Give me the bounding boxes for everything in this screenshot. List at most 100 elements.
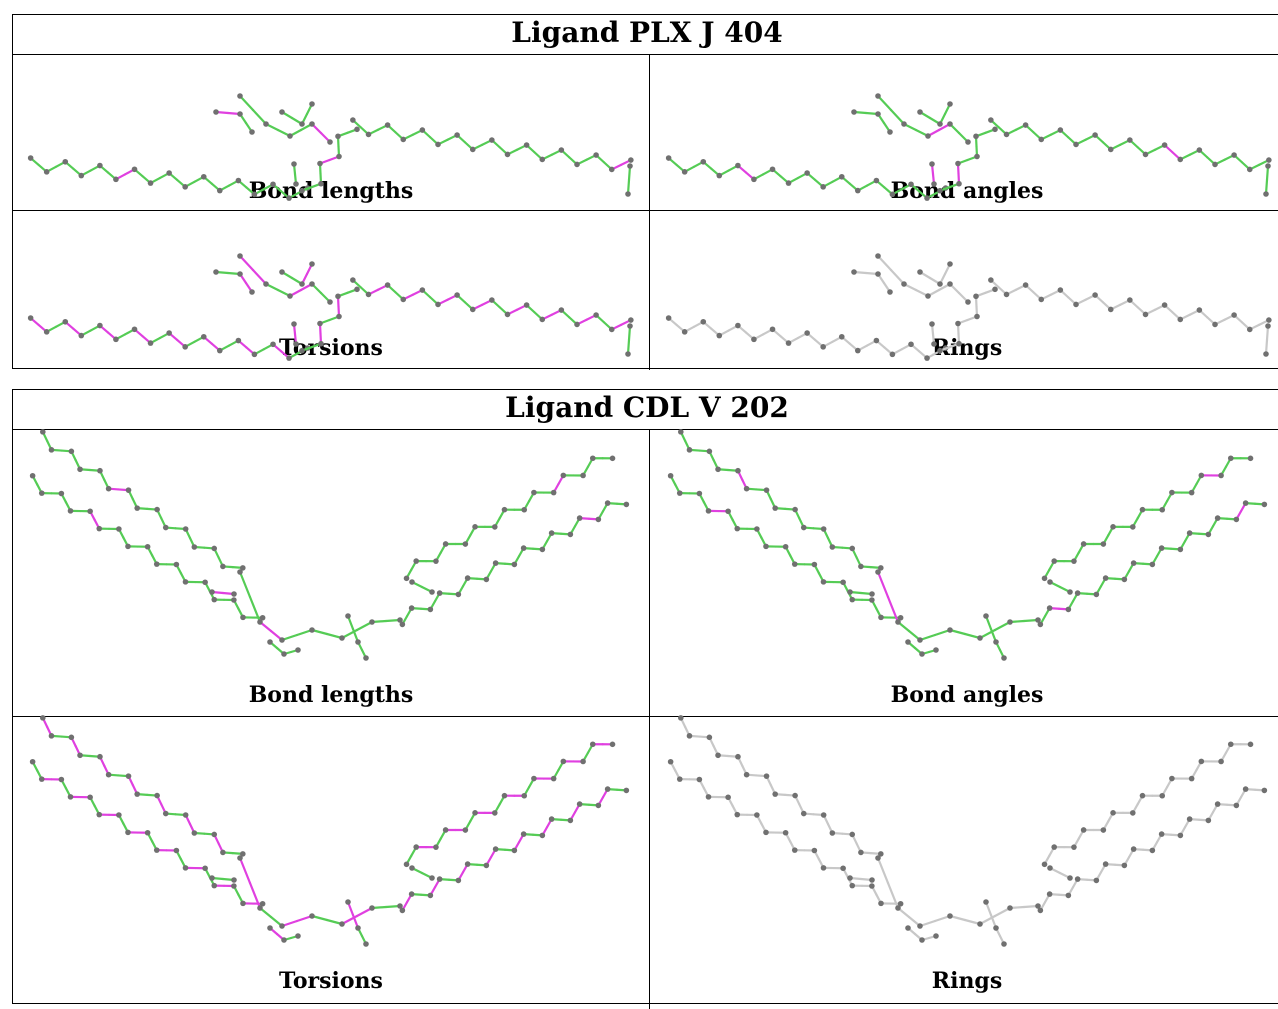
atom [1103, 861, 1109, 867]
atom [1073, 142, 1079, 148]
atom [1189, 490, 1195, 496]
atom [87, 794, 93, 800]
atom [628, 317, 634, 323]
atom [30, 473, 36, 479]
atom [1218, 759, 1224, 765]
atom [734, 812, 740, 818]
atom [339, 635, 345, 641]
atom [763, 544, 769, 550]
atom [249, 289, 255, 295]
atom [192, 544, 198, 550]
bond [240, 96, 253, 110]
atom [851, 109, 857, 115]
atom [1071, 844, 1077, 850]
atom [847, 589, 853, 595]
atom [977, 921, 983, 927]
atom [267, 925, 273, 931]
atom [1231, 152, 1237, 158]
atom [240, 901, 246, 907]
atom [593, 152, 599, 158]
atom [895, 905, 901, 911]
atom [335, 133, 341, 139]
atom [309, 913, 315, 919]
atom [257, 619, 263, 625]
atom [1101, 827, 1107, 833]
atom [336, 314, 342, 320]
atom [735, 163, 741, 169]
atom [521, 831, 527, 837]
atom [1001, 655, 1007, 661]
atom [869, 597, 875, 603]
atom [955, 161, 961, 167]
atom [211, 883, 217, 889]
atom [783, 544, 789, 550]
atom [209, 875, 215, 881]
atom [678, 715, 684, 721]
atom [792, 847, 798, 853]
atom [350, 277, 356, 283]
atom [209, 589, 215, 595]
atom [1108, 307, 1114, 313]
bond [878, 858, 888, 883]
atom [668, 473, 674, 479]
atom [1038, 297, 1044, 303]
atom [1159, 507, 1165, 513]
atom [551, 490, 557, 496]
atom [317, 161, 323, 167]
atom [1178, 547, 1184, 553]
atom [59, 491, 65, 497]
atom [44, 169, 50, 175]
atom [354, 127, 360, 133]
atom [772, 791, 778, 797]
atom [1228, 455, 1234, 461]
atom [1075, 876, 1081, 882]
atom [116, 526, 122, 532]
atom [106, 486, 112, 492]
atom [286, 195, 292, 201]
atom [237, 111, 243, 117]
atom [217, 348, 223, 354]
atom [577, 515, 583, 521]
atom [237, 855, 243, 861]
atom [682, 329, 688, 335]
atom [493, 560, 499, 566]
atom [977, 635, 983, 641]
atom [113, 337, 119, 343]
atom [369, 905, 375, 911]
atom [919, 651, 925, 657]
atom [666, 155, 672, 161]
atom [291, 161, 297, 167]
atom [706, 508, 712, 514]
atom [933, 647, 939, 653]
atom [1047, 865, 1053, 871]
atom [1042, 862, 1048, 868]
atom [1047, 605, 1053, 611]
atom [1038, 137, 1044, 143]
atom [559, 147, 565, 153]
atom [901, 281, 907, 287]
atom [1197, 307, 1203, 313]
atom [801, 525, 807, 531]
bond [878, 96, 891, 110]
atom [627, 163, 633, 169]
atom [68, 508, 74, 514]
atom [887, 129, 893, 135]
atom [706, 794, 712, 800]
atom [202, 865, 208, 871]
atom [286, 355, 292, 361]
atom [163, 811, 169, 817]
atom [420, 287, 426, 293]
bond [878, 256, 891, 270]
atom [764, 773, 770, 779]
atom [437, 590, 443, 596]
atom [237, 271, 243, 277]
atom [1042, 576, 1048, 582]
atom [237, 569, 243, 575]
atom [580, 759, 586, 765]
atom [917, 109, 923, 115]
atom [524, 142, 530, 148]
atom [1075, 590, 1081, 596]
atom [521, 793, 527, 799]
atom [1066, 607, 1072, 613]
atom [1265, 163, 1271, 169]
